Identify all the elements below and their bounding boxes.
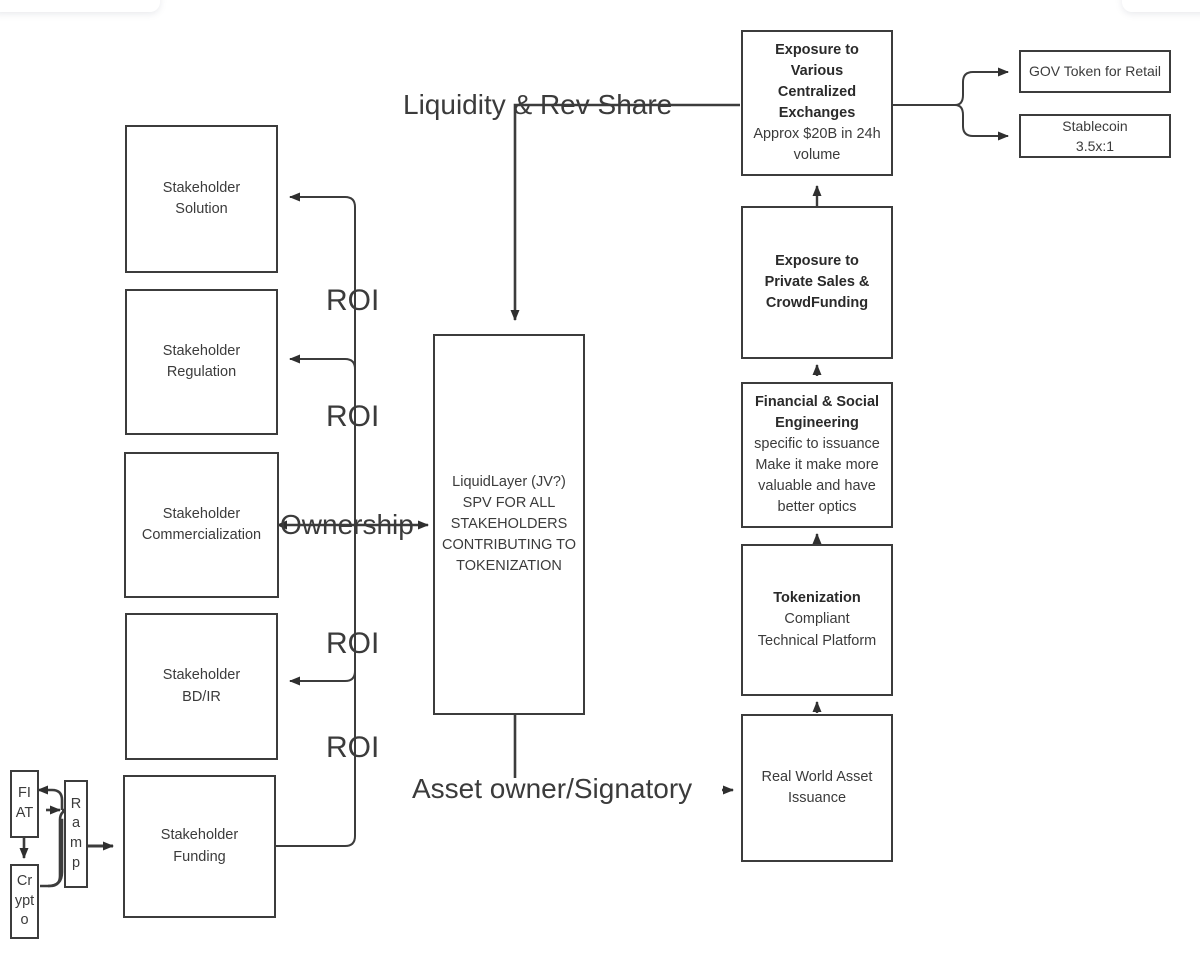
cex-plain-2: volume: [793, 147, 841, 164]
wire-liquidity-rev-share: [510, 103, 740, 321]
ownership-label: Ownership: [280, 509, 414, 540]
stakeholder-regulation-node[interactable]: Stakeholder Regulation: [125, 289, 278, 435]
stakeholder-solution-node[interactable]: Stakeholder Solution: [125, 125, 278, 273]
crypto-label: Crypto: [14, 873, 35, 929]
fiat-label: FIAT: [15, 785, 34, 821]
ramp-node[interactable]: Ramp: [64, 780, 88, 888]
tokenization-bold-1: Tokenization: [773, 590, 861, 607]
stakeholder-regulation-line1: Stakeholder: [162, 342, 241, 359]
roi-label-2: ROI: [326, 400, 380, 433]
tokenization-plain-1: Compliant: [784, 611, 850, 628]
liquidity-rev-share-label: Liquidity & Rev Share: [403, 89, 673, 120]
engineering-bold-1: Financial & Social: [754, 393, 880, 410]
spv-line-1: LiquidLayer (JV?): [452, 473, 566, 490]
stakeholder-bdir-line1: Stakeholder: [162, 667, 241, 684]
stablecoin-ratio: 3.5x:1: [1075, 138, 1115, 154]
wire-roi-bdir: [289, 670, 356, 686]
tokenization-platform-node[interactable]: Tokenization Compliant Technical Platfor…: [741, 544, 893, 696]
wire-cex-to-gov-token: [954, 67, 1009, 106]
exposure-centralized-exchanges-node[interactable]: Exposure to Various Centralized Exchange…: [741, 30, 893, 176]
stakeholder-funding-line1: Stakeholder: [160, 827, 239, 844]
stakeholder-commercialization-line2: Commercialization: [141, 527, 262, 543]
asset-owner-signatory-label: Asset owner/Signatory: [412, 773, 693, 804]
stakeholder-funding-node[interactable]: Stakeholder Funding: [123, 775, 276, 918]
stakeholder-bdir-line2: BD/IR: [182, 688, 221, 705]
roi-label-1: ROI: [326, 284, 380, 317]
exposure-private-sales-node[interactable]: Exposure to Private Sales & CrowdFunding: [741, 206, 893, 359]
engineering-plain-3: valuable and have: [758, 478, 876, 495]
stakeholder-regulation-line2: Regulation: [166, 364, 237, 380]
spv-line-3: STAKEHOLDERS: [450, 515, 568, 532]
tokenization-plain-2: Technical Platform: [757, 632, 877, 649]
roi-label-4: ROI: [326, 731, 380, 764]
liquidlayer-spv-node[interactable]: LiquidLayer (JV?) SPV FOR ALL STAKEHOLDE…: [433, 334, 585, 715]
rwa-plain-2: Issuance: [787, 790, 847, 806]
engineering-plain-2: Make it make more: [755, 457, 879, 473]
real-world-asset-issuance-node[interactable]: Real World Asset Issuance: [741, 714, 893, 862]
wire-crypto-riser: [47, 818, 64, 888]
engineering-plain-1: specific to issuance: [754, 435, 880, 452]
cex-bold-1: Exposure to: [775, 41, 859, 58]
fiat-node[interactable]: FIAT: [10, 770, 39, 838]
private-sales-mixed: Private Sales &: [764, 273, 870, 290]
wire-cex-to-stablecoin: [954, 104, 1009, 141]
stakeholder-commercialization-line1: Stakeholder: [162, 505, 241, 522]
stakeholder-funding-line2: Funding: [173, 848, 226, 865]
stablecoin-label: Stablecoin: [1062, 117, 1128, 134]
ramp-label: Ramp: [69, 795, 83, 871]
stakeholder-solution-line2: Solution: [175, 201, 228, 217]
private-sales-bold-1: Exposure to: [775, 252, 859, 269]
stablecoin-node[interactable]: Stablecoin 3.5x:1: [1019, 114, 1171, 158]
cex-bold-4: Exchanges: [778, 105, 856, 121]
rwa-plain-1: Real World Asset: [761, 768, 873, 785]
stakeholder-solution-line1: Stakeholder: [162, 179, 241, 196]
cex-bold-3: Centralized: [777, 83, 857, 100]
financial-social-engineering-node[interactable]: Financial & Social Engineering specific …: [741, 382, 893, 528]
gov-token-node[interactable]: GOV Token for Retail: [1019, 50, 1171, 93]
spv-line-2: SPV FOR ALL: [462, 494, 556, 511]
roi-label-3: ROI: [326, 627, 380, 660]
stakeholder-bdir-node[interactable]: Stakeholder BD/IR: [125, 613, 278, 760]
private-sales-tail: CrowdFunding: [765, 295, 869, 311]
spv-line-5: TOKENIZATION: [456, 558, 562, 575]
wire-roi-regulation: [289, 354, 356, 370]
cex-plain-1: Approx $20B in 24h: [753, 126, 881, 143]
engineering-bold-2: Engineering: [775, 414, 859, 431]
stakeholder-commercialization-node[interactable]: Stakeholder Commercialization: [124, 452, 279, 598]
cex-bold-2: Various: [790, 62, 844, 79]
engineering-plain-4: better optics: [777, 499, 857, 516]
wire-ramp-to-fiat: [37, 785, 64, 810]
crypto-node[interactable]: Crypto: [10, 864, 39, 939]
gov-token-label: GOV Token for Retail: [1028, 63, 1162, 80]
spv-line-4: CONTRIBUTING TO: [442, 537, 576, 553]
